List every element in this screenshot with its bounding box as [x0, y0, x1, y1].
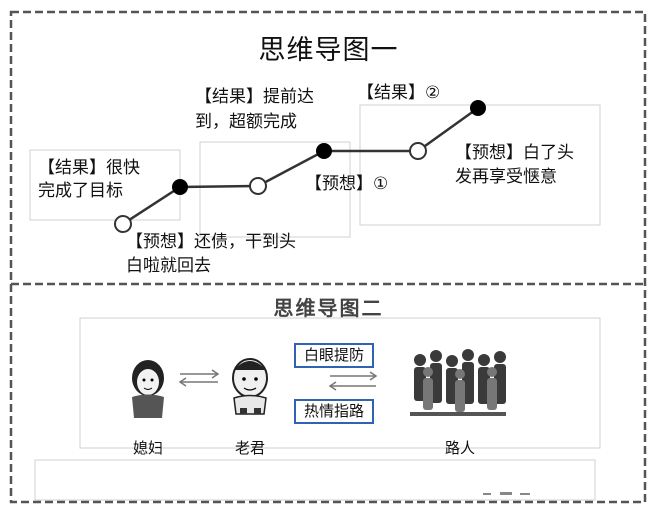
label-passersby: 路人	[444, 439, 475, 457]
node-result-2	[470, 100, 486, 116]
wife-laojun-arrows	[178, 369, 220, 387]
label-wife: 媳妇	[132, 439, 163, 457]
node-result-fast	[172, 179, 188, 195]
node-expect-enjoy	[409, 142, 427, 160]
outer-dashed-frame	[9, 10, 647, 504]
scan-artifact	[483, 492, 530, 495]
map1-title: 思维导图一	[258, 35, 399, 66]
node-expect-mid	[249, 177, 267, 195]
label-result-exceed-line2: 到，超额完成	[195, 112, 297, 132]
node-expect-start	[114, 215, 132, 233]
box-guard: 白眼提防	[294, 343, 375, 368]
node-result-exceed	[316, 143, 332, 159]
label-result-fast-line2: 完成了目标	[38, 181, 123, 201]
laojun-figure	[232, 358, 268, 415]
label-expect-1: 【预想】①	[305, 174, 389, 194]
box-warm: 热情指路	[294, 399, 375, 424]
wife-figure	[132, 360, 164, 418]
label-result-exceed-line1: 【结果】提前达	[195, 87, 314, 107]
label-laojun: 老君	[234, 439, 265, 457]
map2-title: 思维导图二	[273, 296, 384, 320]
label-expect-repay-line2: 白啦就回去	[126, 256, 211, 276]
label-result-fast-line1: 【结果】很快	[38, 158, 140, 178]
label-expect-enjoy-line2: 发再享受惬意	[455, 167, 557, 187]
progress-line	[122, 106, 479, 226]
label-result-2: 【结果】②	[357, 83, 441, 103]
passersby-crowd	[410, 349, 506, 416]
label-expect-repay-line1: 【预想】还债，干到头	[126, 232, 296, 252]
laojun-passersby-arrows	[328, 371, 378, 391]
label-expect-enjoy-line1: 【预想】白了头	[455, 143, 574, 163]
